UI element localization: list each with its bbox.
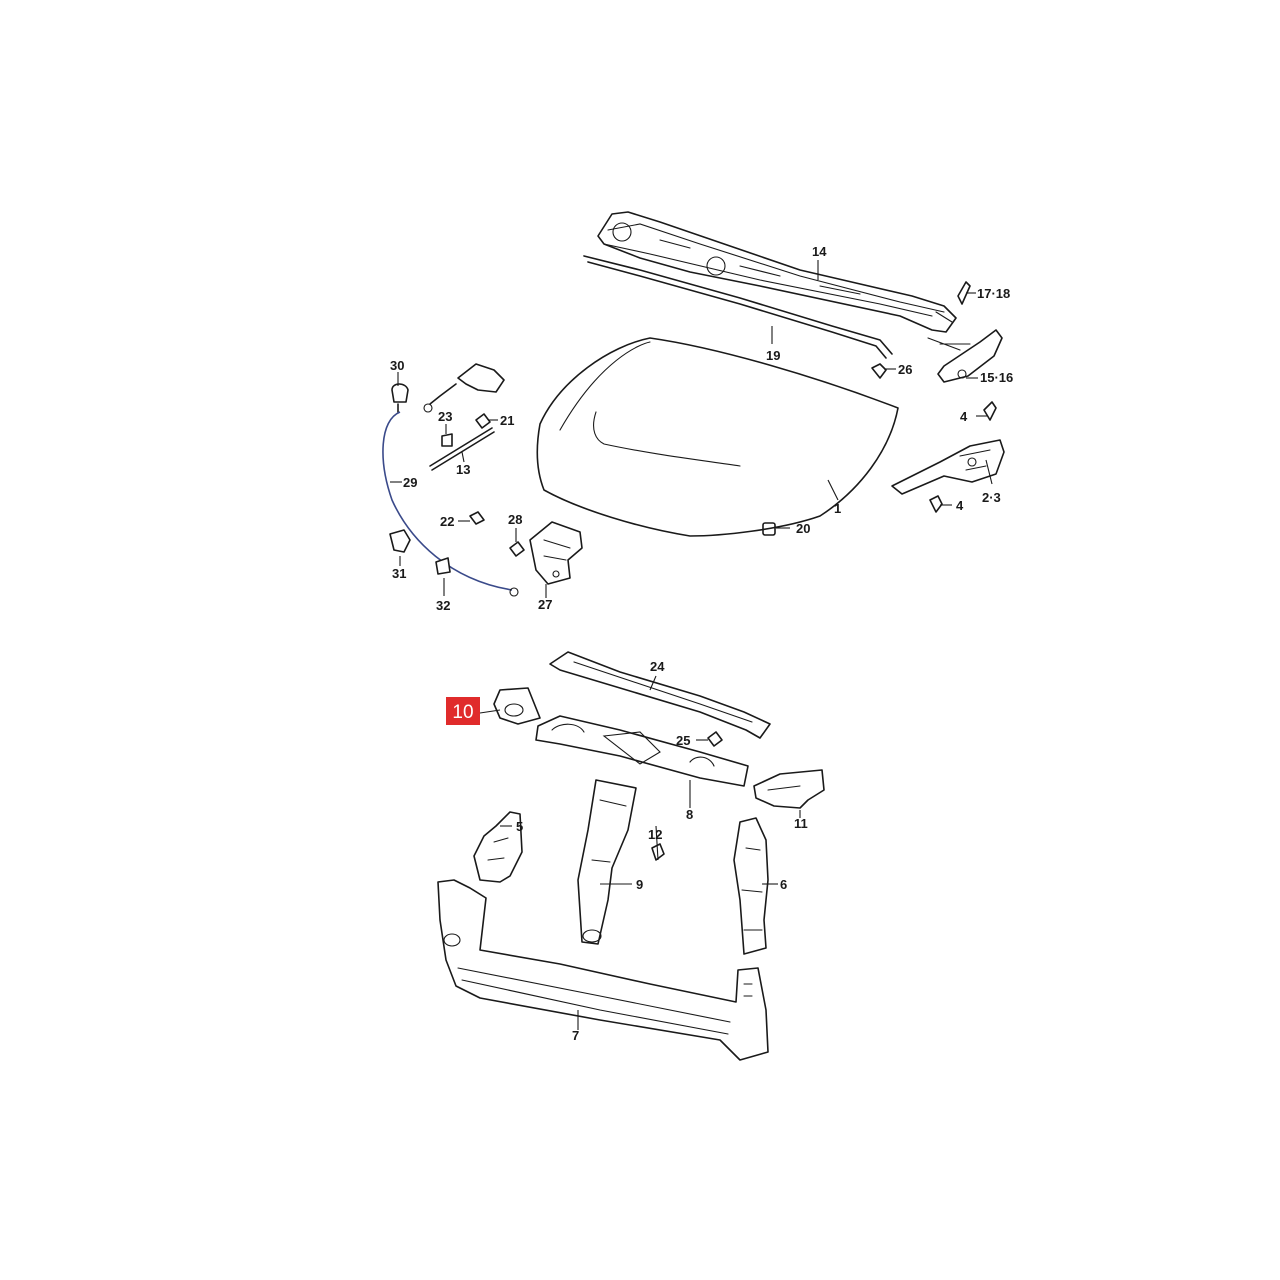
callout-10: 10 (452, 702, 473, 723)
callout-28: 28 (508, 512, 522, 527)
part-side-trim-15-16 (927, 329, 1003, 383)
part-cowl-panel (597, 211, 957, 333)
part-side-support-6 (733, 817, 769, 955)
callout-14: 14 (812, 244, 827, 259)
callout-31: 31 (392, 566, 406, 581)
callout-1: 1 (834, 501, 841, 516)
part-center-support-9 (577, 779, 637, 945)
callout-2-3: 2·3 (982, 490, 1001, 505)
part-clip-22 (469, 511, 485, 525)
part-bolt-4-lower (929, 495, 943, 513)
part-hood-seal (583, 255, 893, 359)
part-bumper-20 (762, 522, 776, 536)
callout-20: 20 (796, 521, 810, 536)
callout-13: 13 (456, 462, 470, 477)
highlighted-callout-10[interactable]: 10 (446, 697, 480, 725)
part-upper-seal-24 (549, 651, 771, 739)
leader-lines (390, 260, 993, 1030)
callout-9: 9 (636, 877, 643, 892)
part-lever (423, 363, 505, 413)
callout-25: 25 (676, 733, 690, 748)
part-clip-26 (871, 363, 887, 379)
part-clip-17-18 (957, 281, 971, 305)
callout-4-lower: 4 (956, 498, 964, 513)
callout-19: 19 (766, 348, 780, 363)
callout-29: 29 (403, 475, 417, 490)
part-clip-21 (475, 413, 491, 429)
part-rod-13 (429, 427, 495, 471)
callout-6: 6 (780, 877, 787, 892)
part-clip-23 (441, 433, 453, 447)
part-release-cable (382, 411, 519, 597)
callout-30: 30 (390, 358, 404, 373)
part-lower-support-7 (437, 879, 769, 1061)
callout-17-18: 17·18 (977, 286, 1010, 301)
part-hood (536, 337, 899, 537)
part-bolt-4-upper (983, 401, 997, 421)
part-side-support-5 (473, 811, 523, 883)
part-hood-hinge (891, 439, 1005, 495)
callout-12: 12 (648, 827, 662, 842)
callout-5: 5 (516, 819, 523, 834)
part-bolt-25 (707, 731, 723, 747)
callout-7: 7 (572, 1028, 579, 1043)
part-clip-32 (435, 557, 451, 575)
callout-24: 24 (650, 659, 665, 674)
part-hood-latch (529, 521, 583, 585)
callout-27: 27 (538, 597, 552, 612)
part-bracket-11 (753, 769, 825, 809)
callout-labels: 14 17·18 19 26 15·16 4 2·3 4 1 20 30 23 … (390, 244, 1013, 1043)
callout-32: 32 (436, 598, 450, 613)
part-bolt-28 (509, 541, 525, 557)
callout-26: 26 (898, 362, 912, 377)
callout-15-16: 15·16 (980, 370, 1013, 385)
part-holder-31 (389, 529, 411, 553)
part-release-handle (391, 383, 409, 413)
highlight-box (446, 697, 480, 725)
part-bracket-10 (493, 687, 541, 725)
part-upper-support-8 (535, 715, 749, 787)
callout-23: 23 (438, 409, 452, 424)
callout-8: 8 (686, 807, 693, 822)
callout-11: 11 (794, 816, 808, 831)
callout-21: 21 (500, 413, 514, 428)
callout-4-upper: 4 (960, 409, 968, 424)
callout-22: 22 (440, 514, 454, 529)
